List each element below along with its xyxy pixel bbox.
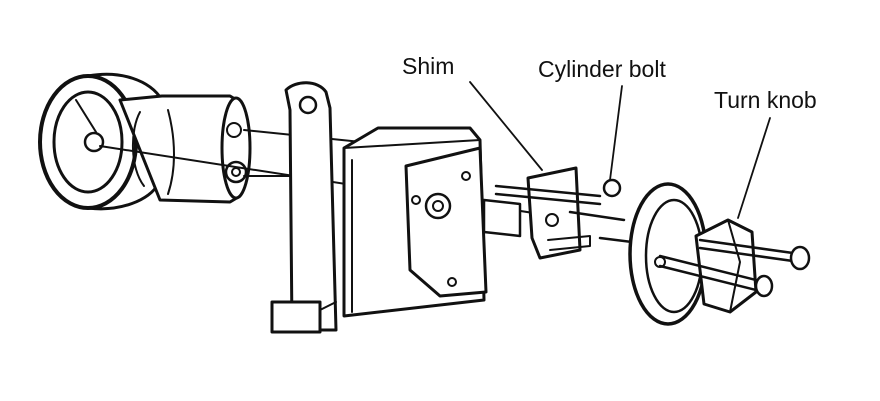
leader-turn-knob [737,117,771,219]
leader-shim [469,81,543,171]
long-screws [658,238,811,298]
lock-cylinder [118,94,252,204]
turn-knob-assembly [628,182,758,326]
leader-cylinder-bolt [609,85,623,181]
bolts [494,178,650,246]
label-shim: Shim [402,53,455,79]
door-edge-plate [270,81,338,334]
latch-plate [404,146,522,298]
label-cylinder-bolt: Cylinder bolt [538,56,666,82]
label-turn-knob: Turn knob [714,87,817,113]
leader-lines [469,81,771,219]
